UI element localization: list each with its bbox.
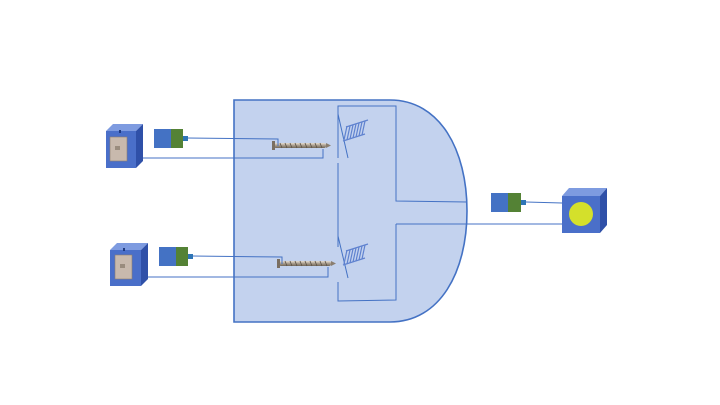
output-wires [396, 201, 563, 225]
spring-icon [342, 243, 369, 266]
lamp-icon [562, 188, 607, 233]
input-a-wires [140, 137, 324, 159]
screw-icon [277, 259, 336, 268]
input-b-wires [147, 255, 329, 278]
battery-switch-icon [110, 243, 148, 286]
plug-connector-icon [159, 247, 193, 266]
plug-connector-icon [491, 193, 526, 212]
battery-switch-icon [106, 124, 143, 168]
plug-connector-icon [154, 129, 188, 148]
spring-icon [342, 119, 369, 142]
gate-body [233, 99, 468, 323]
screw-icon [272, 141, 331, 150]
gate-internal-wiring [337, 105, 468, 302]
